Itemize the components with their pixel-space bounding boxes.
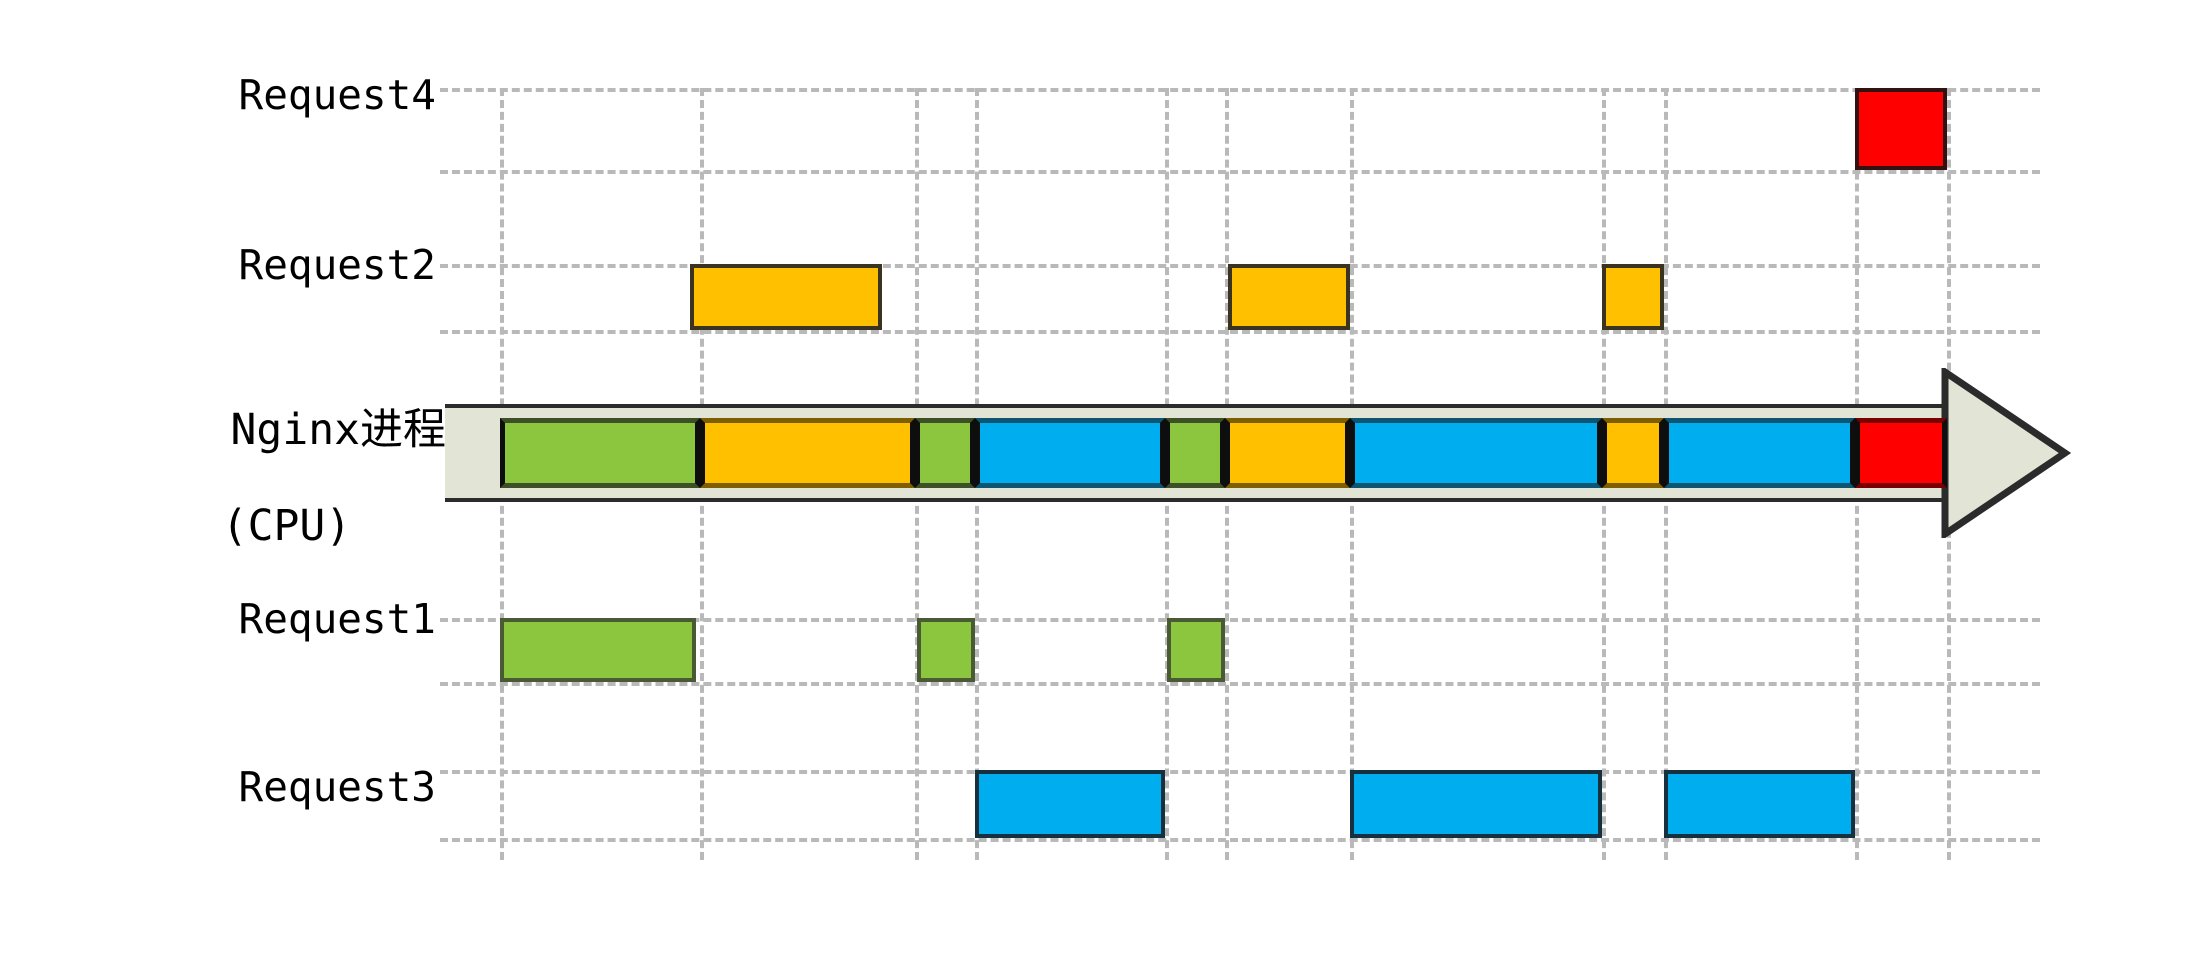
lane-guide-request4-top [440,88,2040,92]
request1-block-2 [917,618,975,682]
cpu-segment-8 [1602,418,1664,488]
lane-guide-request3-bottom [440,838,2040,842]
lane-guide-request3-top [440,770,2040,774]
nginx-process-label: Nginx进程 [230,405,446,456]
cpu-segment-3 [915,418,975,488]
cpu-segment-5 [1165,418,1225,488]
request2-block-1 [690,264,882,330]
row-label-request3: Request3 [238,763,436,811]
row-label-nginx-cpu: Nginx进程 (CPU) [127,358,446,647]
request1-block-3 [1167,618,1225,682]
cpu-label: (CPU) [221,501,352,552]
cpu-segment-1 [500,418,700,488]
request3-block-3 [1664,770,1855,838]
request2-block-3 [1602,264,1664,330]
request4-block-1 [1855,88,1947,170]
lane-guide-request4-bottom [440,170,2040,174]
cpu-segment-4 [975,418,1165,488]
row-label-request4: Request4 [238,71,436,119]
cpu-segment-6 [1225,418,1350,488]
lane-guide-request2-bottom [440,330,2040,334]
request2-block-2 [1228,264,1350,330]
lane-guide-request1-bottom [440,682,2040,686]
request1-block-1 [500,618,696,682]
lane-guide-request1-top [440,618,2040,622]
cpu-segment-9 [1664,418,1855,488]
request3-block-1 [975,770,1165,838]
row-label-request1: Request1 [238,595,436,643]
row-label-request2: Request2 [238,241,436,289]
cpu-segment-2 [700,418,915,488]
cpu-segment-7 [1350,418,1602,488]
cpu-segment-10 [1855,418,1947,488]
request3-block-2 [1350,770,1602,838]
